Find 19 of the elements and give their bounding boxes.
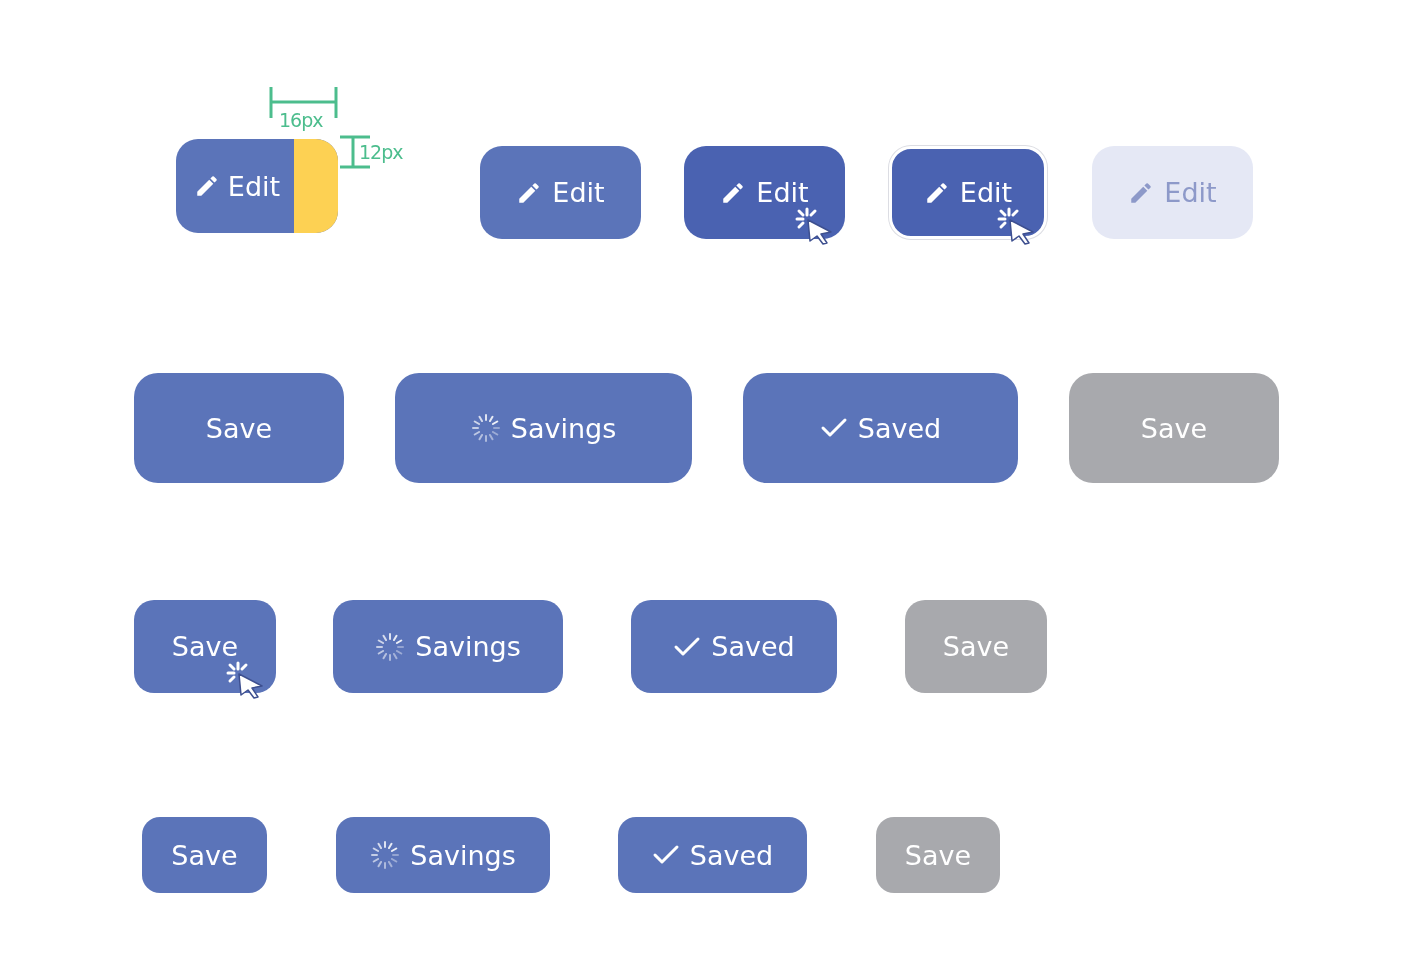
button: Save bbox=[134, 373, 344, 483]
disabled-button: Save bbox=[876, 817, 1000, 893]
button: Edit bbox=[684, 146, 845, 239]
disabled-button: Save bbox=[1069, 373, 1279, 483]
button: Save bbox=[142, 817, 267, 893]
disabled-button: Save bbox=[905, 600, 1047, 693]
button: Saved bbox=[618, 817, 807, 893]
button: Edit bbox=[889, 146, 1047, 239]
dimension-label: 16px bbox=[279, 109, 323, 131]
disabled-button: Edit bbox=[1092, 146, 1253, 239]
button: Saved bbox=[743, 373, 1018, 483]
button: Edit bbox=[480, 146, 641, 239]
button: Savings bbox=[333, 600, 563, 693]
button: Saved bbox=[631, 600, 837, 693]
button: Savings bbox=[336, 817, 550, 893]
dimension-label: 12px bbox=[359, 141, 403, 163]
button: Edit bbox=[176, 139, 338, 233]
button: Savings bbox=[395, 373, 692, 483]
button: Save bbox=[134, 600, 276, 693]
